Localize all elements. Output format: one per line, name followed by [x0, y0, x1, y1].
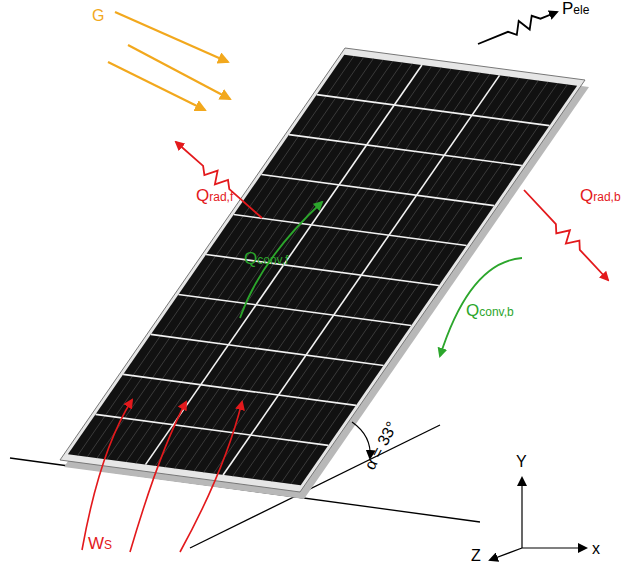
cell-stripe	[194, 71, 470, 471]
cell-gap	[145, 65, 421, 465]
wind-label: WS	[88, 535, 112, 552]
axis-label: Y	[516, 454, 527, 470]
cell-gap	[123, 374, 356, 405]
cell-gap	[206, 254, 439, 285]
irradiance-arrow	[128, 45, 230, 99]
convection-arrow	[440, 258, 522, 356]
radiation-arrow	[176, 142, 262, 218]
panel-shadow	[64, 55, 589, 499]
wind-arrow	[82, 400, 132, 550]
wind-arrow	[180, 402, 242, 552]
cell-stripe	[107, 60, 383, 460]
axis-label: Z	[471, 548, 481, 564]
cell-stripe	[165, 68, 441, 468]
wind-arrow	[130, 402, 186, 552]
cell-stripe	[204, 73, 480, 473]
irradiance-label: G	[92, 8, 104, 24]
radiation-label: Qrad,f	[196, 187, 233, 204]
power-arrow	[478, 12, 557, 44]
convection-label: Qconv,b	[466, 302, 514, 319]
axis-label: x	[592, 541, 600, 557]
cell-gap	[234, 215, 467, 246]
cell-gap	[178, 294, 411, 325]
solar-panel	[60, 48, 585, 492]
cell-stripe	[184, 70, 460, 470]
cell-stripe	[175, 69, 451, 469]
axis-arrow	[521, 478, 522, 548]
irradiance-arrow	[108, 62, 205, 110]
cell-gap	[261, 175, 494, 206]
cell-stripe	[126, 62, 402, 462]
cell-gap	[289, 135, 522, 166]
axis-arrow	[490, 548, 522, 560]
angle-label: α = 33°	[362, 419, 400, 472]
cell-gap	[151, 334, 384, 365]
cell-stripe	[136, 64, 412, 464]
convection-label: Qconv,f	[244, 250, 288, 267]
power-label: Pele	[562, 0, 589, 17]
cell-gap	[96, 414, 329, 445]
irradiance-arrow	[115, 12, 228, 62]
convection-arrow	[240, 202, 322, 318]
cell-area	[68, 55, 577, 486]
cell-stripe	[116, 61, 392, 461]
radiation-label: Qrad,b	[580, 187, 621, 204]
axis-arrow	[522, 547, 586, 548]
panel-frame	[60, 48, 585, 492]
cell-gap	[317, 95, 550, 126]
